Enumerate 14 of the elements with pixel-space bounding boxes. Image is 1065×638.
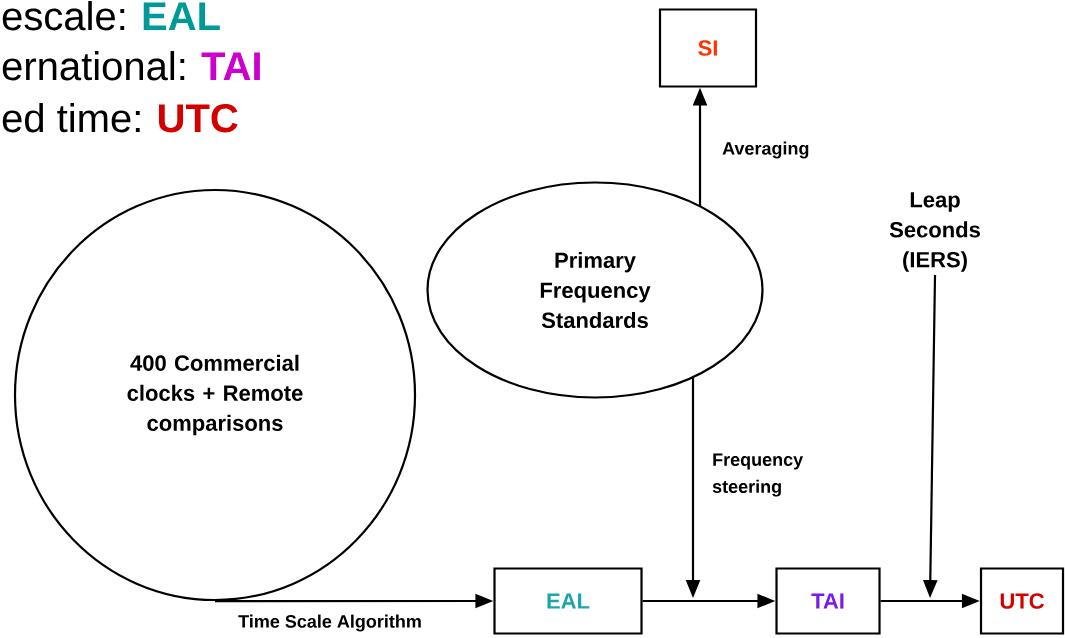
legend-text: escale: (2, 1, 125, 31)
unit-box: SI (658, 8, 758, 88)
edge-label: Averaging (722, 141, 809, 159)
timescale-box: TAI (775, 567, 881, 635)
abbreviation: UTC (159, 104, 238, 133)
abbreviation: TAI (201, 52, 260, 80)
timescale-box: EAL (493, 567, 643, 635)
edge-label: Time Scale Algorithm (238, 614, 421, 632)
edge-label: Frequency steering (712, 453, 804, 497)
source-label: Leap Seconds (IERS) (889, 192, 980, 272)
timescale-box: UTC (979, 567, 1065, 635)
abbreviation: EAL (143, 2, 220, 30)
legend-text: ed time: (2, 103, 140, 133)
legend-text: ernational: (2, 51, 185, 81)
